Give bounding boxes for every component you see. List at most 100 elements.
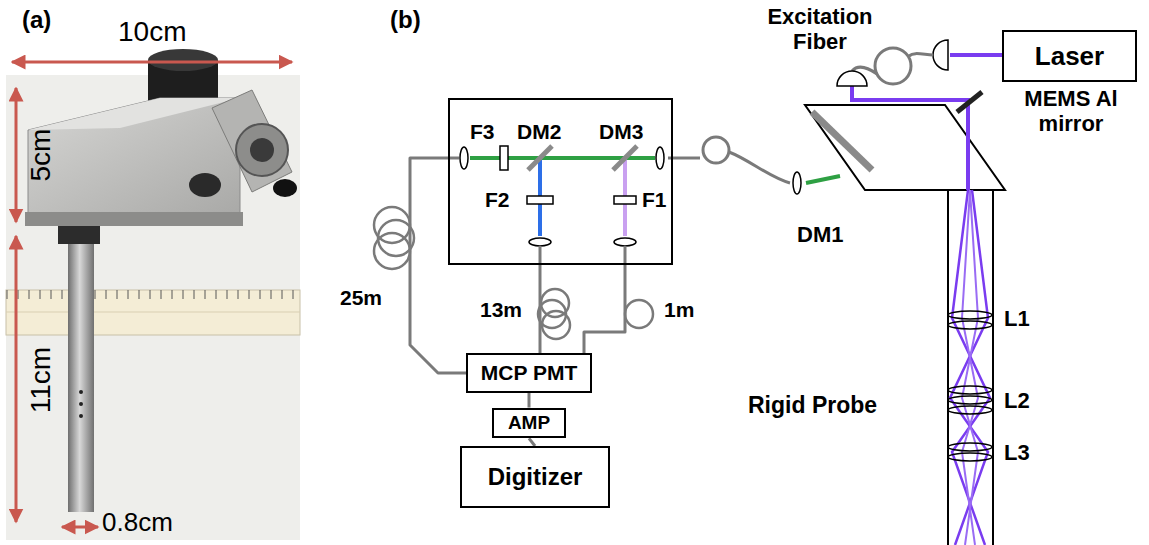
dimension-label: 10cm [118, 16, 186, 48]
detection-optics [527, 196, 553, 204]
detection-optics [624, 246, 627, 264]
rigid-probe [950, 190, 988, 545]
panel-label: (b) [390, 6, 421, 34]
device-photo [6, 49, 300, 540]
detection-optics [529, 238, 551, 246]
detection-optics [613, 146, 637, 170]
device-photo [6, 290, 300, 335]
mirror-label: MEMS Al mirror [1000, 86, 1142, 137]
optical-fiber [584, 265, 625, 353]
dimension-label: 5cm [25, 129, 57, 182]
device-photo [25, 212, 243, 226]
fiber-coil [542, 311, 570, 339]
device-photo [236, 124, 288, 176]
device-photo [58, 226, 100, 244]
detection-optics [656, 147, 664, 169]
box-label: MCP PMT [481, 361, 577, 384]
detection-optics [614, 196, 636, 204]
detection-optics [460, 147, 468, 169]
fiber-length: 1m [662, 298, 696, 322]
detection-module: F3DM2DM3F2F1 [448, 98, 673, 265]
dimension-arrow [15, 88, 18, 222]
dimension-arrow [12, 62, 292, 527]
dimension-arrow [62, 526, 98, 529]
collection-fiber [703, 137, 729, 163]
detection-optics [450, 146, 664, 264]
box-label: AMP [508, 413, 550, 434]
collection-fiber [729, 152, 790, 183]
box-label: Digitizer [488, 464, 583, 490]
scan-head [806, 176, 840, 183]
detector-box: MCP PMT [466, 353, 592, 393]
device-photo [6, 75, 300, 540]
lens-label: L3 [1004, 440, 1030, 465]
rigid-probe [948, 453, 992, 461]
rigid-probe [948, 443, 992, 451]
excitation-fiber [837, 40, 1002, 86]
scan-head [793, 86, 1005, 194]
fiber-label: Excitation Fiber [760, 4, 880, 55]
laser-box: Laser [1002, 30, 1137, 82]
mirror-label: DM1 [797, 222, 843, 247]
detection-optics [614, 238, 636, 246]
fiber-coil [625, 300, 653, 328]
excitation-fiber [950, 53, 1002, 57]
box-label: Laser [1035, 42, 1104, 71]
excitation-fiber [933, 40, 948, 70]
mirror-label: DM3 [599, 120, 643, 143]
dimension-label: 0.8cm [102, 508, 173, 538]
optical-fiber [529, 438, 535, 446]
device-photo [28, 98, 240, 215]
optical-fiber [528, 393, 531, 408]
rigid-probe [947, 190, 949, 545]
lens-label: L1 [1004, 306, 1030, 331]
detection-optics [539, 246, 542, 264]
device-photo [68, 244, 94, 512]
device-photo [273, 179, 297, 197]
device-photo [6, 312, 300, 313]
device-photo [6, 290, 300, 335]
excitation-fiber [875, 48, 911, 84]
rigid-probe [952, 190, 990, 545]
device-photo [212, 90, 292, 192]
scan-head [812, 112, 872, 170]
rigid-probe [948, 311, 992, 461]
dimension-label: 11cm [25, 347, 57, 413]
dimension-arrow [15, 236, 18, 522]
detection-optics [528, 146, 552, 170]
digitizer-box: Digitizer [460, 446, 610, 508]
filter-label: F1 [642, 188, 667, 211]
device-photo [79, 402, 83, 406]
rigid-probe [948, 190, 993, 545]
collection-fiber [668, 157, 700, 160]
rigid-probe [948, 386, 992, 394]
optical-fiber [539, 265, 542, 353]
fiber-length: 13m [478, 298, 524, 322]
rigid-probe [948, 406, 992, 414]
panel-label: (a) [22, 6, 51, 34]
collection-fiber [668, 137, 790, 183]
rigid-probe [948, 396, 992, 404]
fiber-coil [374, 207, 653, 339]
rigid-probe [992, 190, 994, 545]
fiber-length: 25m [338, 286, 384, 310]
device-photo [79, 390, 83, 394]
detection-optics [450, 157, 459, 160]
rigid-probe [962, 190, 978, 545]
lens-label: L2 [1004, 388, 1030, 413]
rigid-probe [948, 321, 992, 329]
device-photo [250, 138, 274, 162]
device-photo [189, 173, 221, 197]
device-photo [79, 414, 83, 418]
device-photo [148, 49, 218, 71]
mirror-label: DM2 [517, 120, 561, 143]
scan-head [793, 172, 801, 194]
excitation-fiber [837, 71, 867, 86]
probe-label: Rigid Probe [748, 392, 877, 418]
dimension-arrow [12, 61, 292, 64]
